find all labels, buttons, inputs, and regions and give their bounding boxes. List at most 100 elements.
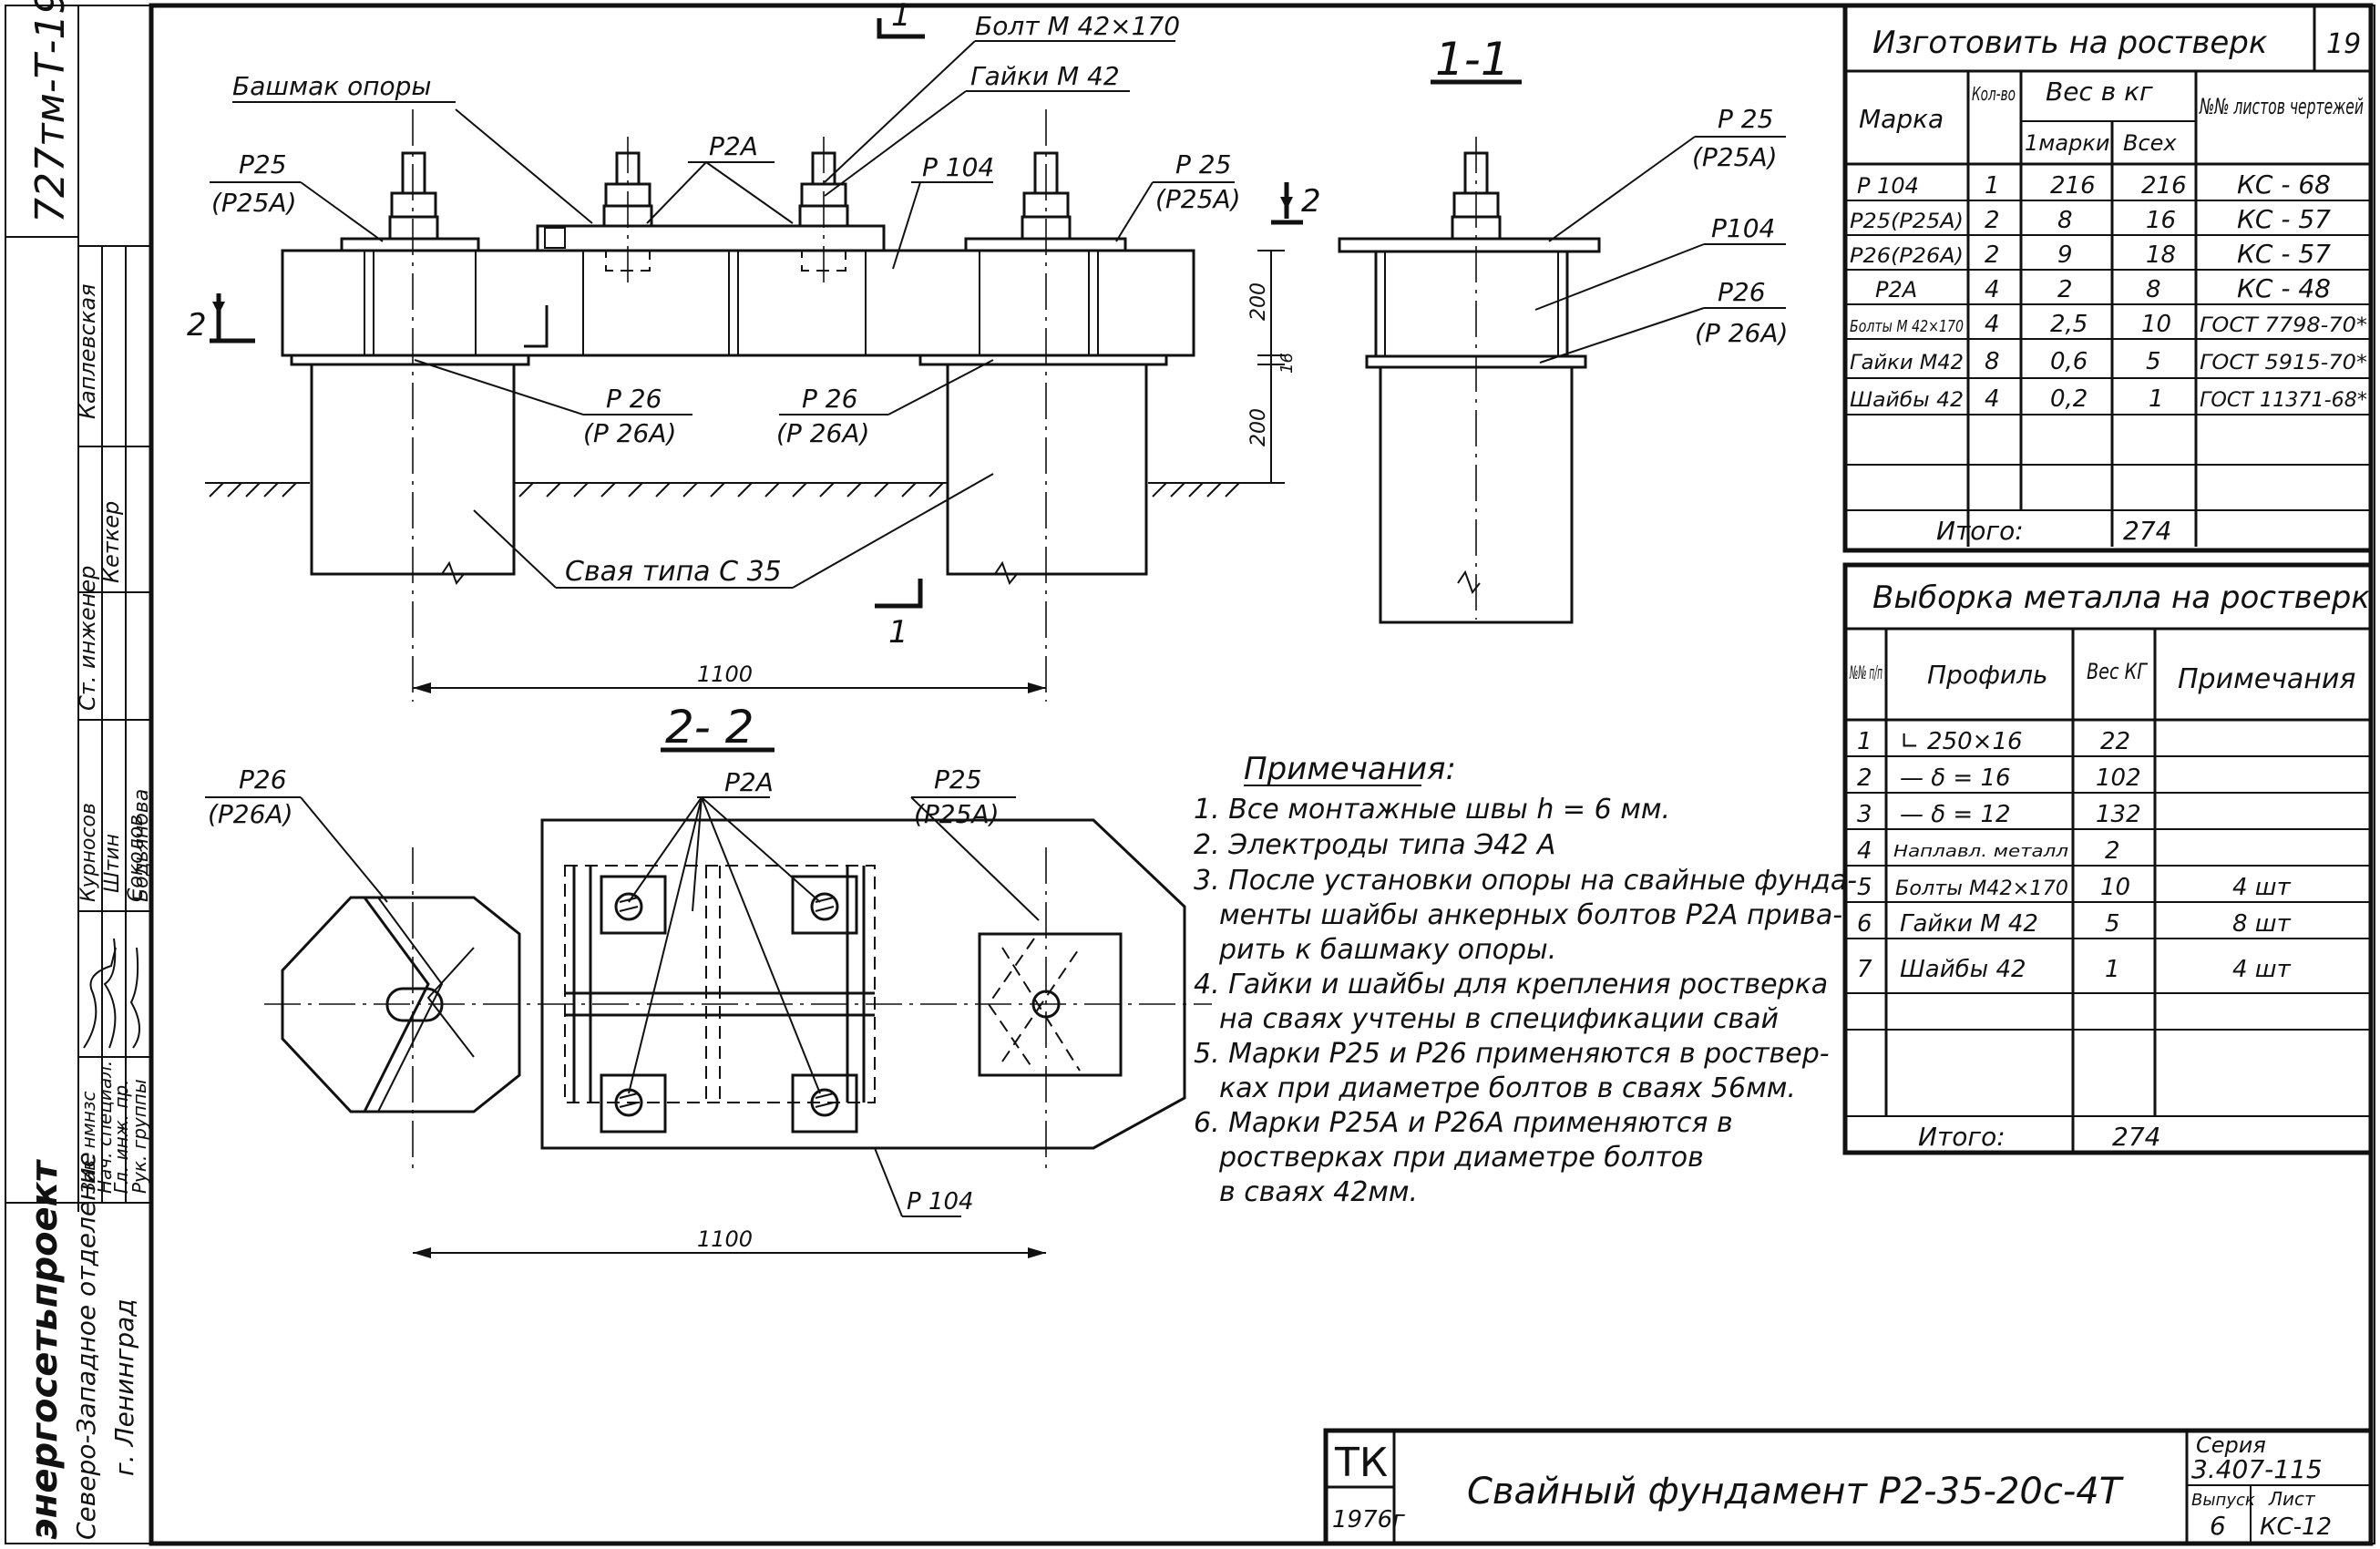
section-mark-1-top-label: 1 <box>891 0 911 34</box>
sheet-value: КС-12 <box>2260 1513 2332 1541</box>
section-mark-1-bottom-label: 1 <box>888 614 908 651</box>
section-1-1-label-p25a: (Р25А) <box>1692 142 1778 172</box>
note-line-10: 6. Марки Р25А и Р26А применяются в <box>1194 1107 1733 1139</box>
plan-label-p25a: (Р25А) <box>914 799 1000 829</box>
table-cell: ГОСТ 5915-70* <box>2200 352 2367 374</box>
dim-16: 16 <box>1277 353 1297 374</box>
section-1-1-label-p26: Р26 <box>1718 277 1766 307</box>
washer-p2a-1 <box>600 875 667 935</box>
section-1-1-label-p25: Р 25 <box>1718 104 1773 134</box>
table-cell: 216 <box>2141 172 2187 200</box>
issue-value: 6 <box>2210 1511 2226 1541</box>
table1-total-label: Итого: <box>1936 516 2024 546</box>
note-line-5: рить к башмаку опоры. <box>1218 934 1556 966</box>
table-row: Р 104 <box>1857 173 1919 199</box>
table-cell: 8 <box>1985 348 2000 375</box>
table1-total: 274 <box>2123 516 2171 546</box>
section-mark-2-left-label: 2 <box>187 307 207 344</box>
stamp-name-sokolov: Соколов <box>125 815 148 902</box>
table1-sheet-num: 19 <box>2326 28 2361 60</box>
table1-rows: Р 104 1 216 216 КС - 68 Р25(Р25А) 2 8 16… <box>1845 169 2371 546</box>
table-cell: 8 <box>2057 207 2073 234</box>
table-cell: — δ = 12 <box>1900 801 2011 828</box>
table2-head-num: №№ п/п <box>1850 662 1882 683</box>
note-line-11: ростверках при диаметре болтов <box>1218 1142 1704 1174</box>
pile-right <box>946 363 1148 576</box>
section-1-1-view: 1-1 Р 25 (Р25А) Р104 Р26 (Р 26А) <box>1338 33 1788 624</box>
label-bolt: Болт М 42×170 <box>975 11 1180 41</box>
section-1-1-title: 1-1 <box>1435 33 1510 86</box>
table-cell: 102 <box>2096 764 2141 792</box>
ground-mid <box>515 482 948 498</box>
section-1-1-label-p26a: (Р 26А) <box>1695 318 1788 348</box>
section-mark-2-left <box>210 293 255 344</box>
table-cell: — δ = 16 <box>1900 764 2011 792</box>
table-cell: 1 <box>2149 385 2164 413</box>
table-cell: 8 шт <box>2232 910 2292 938</box>
note-line-7: на сваях учтены в спецификации свай <box>1219 1003 1779 1035</box>
title-block: ТК 1976г Свайный фундамент Р2-35-20с-4Т … <box>1323 1428 2374 1546</box>
table-cell: ГОСТ 7798-70* <box>2200 314 2367 337</box>
table-cell: 4 <box>1985 311 2000 338</box>
bashmak-foot <box>536 224 886 252</box>
table-cell: 132 <box>2096 801 2141 828</box>
bolt-1 <box>388 151 439 241</box>
stamp-role-nach: Нач. специал. <box>94 1061 116 1194</box>
dim-1100-elev: 1100 <box>697 662 753 687</box>
table1-head-mark: Марка <box>1859 104 1944 134</box>
org-branch: Северо-Западное отделение <box>71 1152 101 1540</box>
stamp-column: 727тм-Т-19 Каплевская Ст. инженер Кеткер… <box>5 0 153 1544</box>
table-cell: КС - 68 <box>2237 169 2331 200</box>
table-cell: 0,2 <box>2050 385 2088 413</box>
label-pile: Свая типа С 35 <box>565 556 782 588</box>
plan-label-p26a: (Р26А) <box>208 799 293 829</box>
stamp-name-kurnosov: Курносов <box>77 803 100 902</box>
table2-head-profile: Профиль <box>1927 660 2048 690</box>
table-cell: КС - 57 <box>2237 239 2331 269</box>
table-cell: 16 <box>2146 207 2176 234</box>
table-row: 1 <box>1857 728 1872 755</box>
label-p26a-right: (Р 26А) <box>776 418 869 448</box>
note-line-9: ках при диаметре болтов в сваях 56мм. <box>1219 1072 1796 1104</box>
plan-label-p25: Р25 <box>934 764 982 795</box>
org-city: г. Ленинград <box>109 1298 139 1476</box>
table-manufacture: Изготовить на ростверк 19 Марка Кол-во В… <box>1842 3 2374 553</box>
pile-break-left <box>441 560 465 586</box>
table2-head-weight: Вес КГ <box>2087 659 2148 684</box>
washer-p2a-4 <box>791 1073 858 1134</box>
tk-label: ТК <box>1334 1440 1388 1486</box>
stamp-role-ruk: Рук. группы <box>128 1079 150 1194</box>
table-cell: 2 <box>1985 241 2000 269</box>
section-mark-1-bottom <box>875 579 923 609</box>
label-p25-left: Р25 <box>239 149 287 180</box>
table-cell: Шайбы 42 <box>1900 956 2026 983</box>
table-row: Р25(Р25А) <box>1850 210 1964 233</box>
notes-title: Примечания: <box>1244 751 1456 787</box>
table2-total-label: Итого: <box>1918 1122 2006 1152</box>
table-cell: 4 шт <box>2232 874 2292 901</box>
plan-p26-plate <box>281 896 521 1113</box>
table-cell: ГОСТ 11371-68* <box>2200 389 2367 412</box>
drawing-name: Свайный фундамент Р2-35-20с-4Т <box>1467 1471 2125 1513</box>
table-cell: 4 <box>1985 276 2000 303</box>
plan-label-p2a: Р2А <box>724 767 774 797</box>
table-cell: 5 <box>2105 910 2120 938</box>
dim-200-top: 200 <box>1247 282 1270 321</box>
signature-scribble-1 <box>83 947 117 1049</box>
washer-p2a-2 <box>791 875 858 935</box>
plan-label-p26: Р26 <box>239 764 287 795</box>
stamp-name-bodyanova: Бодьянова <box>130 789 153 902</box>
stamp-role-gl: Гл. инж. пр. <box>110 1079 132 1194</box>
dim-1100-plan: 1100 <box>697 1226 753 1252</box>
plan-outline <box>540 818 1186 1150</box>
stamp-role-st-inzh: Ст. инженер <box>75 566 100 711</box>
table-cell: ∟ 250×16 <box>1900 728 2023 755</box>
table-cell: 9 <box>2057 241 2073 269</box>
table-cell: 18 <box>2146 241 2176 269</box>
label-p26-left: Р 26 <box>606 384 662 414</box>
note-line-12: в сваях 42мм. <box>1219 1176 1418 1208</box>
table-metal: Выборка металла на ростверк №№ п/п Профи… <box>1842 562 2374 1155</box>
table-cell: 1 <box>1985 172 2000 200</box>
table1-head-wall: Всех <box>2123 130 2177 156</box>
section-mark-1-top <box>877 18 925 39</box>
